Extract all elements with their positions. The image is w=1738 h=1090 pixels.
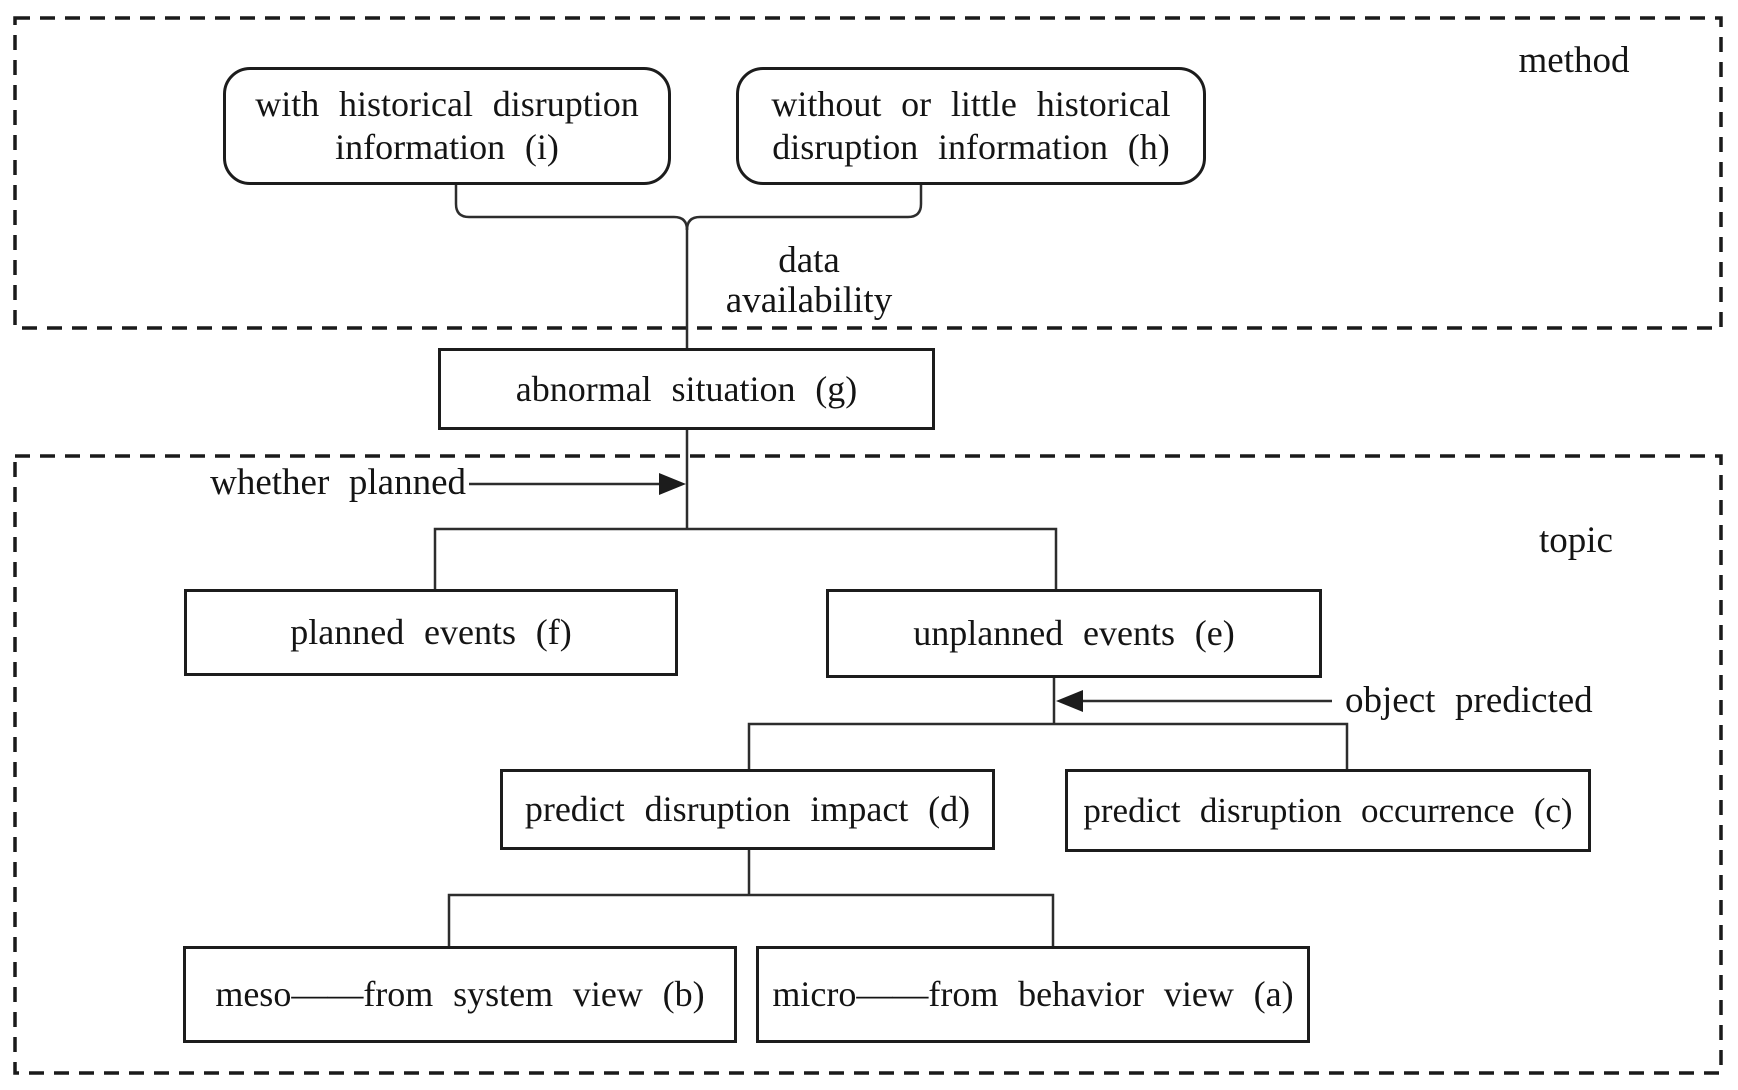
branch-impact-occurrence: [747, 722, 1349, 769]
object-predicted-label: object predicted: [1345, 680, 1593, 721]
node-planned-events: planned events (f): [184, 589, 678, 676]
object-predicted-arrow: [1056, 690, 1332, 712]
node-micro-behavior-view: micro——from behavior view (a): [756, 946, 1310, 1043]
node-without-historical-disruption-information: without or little historical disruption …: [736, 67, 1206, 185]
edge-i-to-merge: [454, 185, 689, 231]
topic-region-label: topic: [1539, 520, 1613, 561]
node-h-line1: without or little historical: [771, 84, 1171, 124]
node-with-historical-disruption-information: with historical disruption information (…: [223, 67, 671, 185]
node-predict-disruption-occurrence: predict disruption occurrence (c): [1065, 769, 1591, 852]
data-availability-line1: data: [778, 240, 840, 281]
node-i-line1: with historical disruption: [255, 84, 639, 124]
method-region-label: method: [1518, 40, 1630, 81]
node-meso-system-view: meso——from system view (b): [183, 946, 737, 1043]
whether-planned-arrow: [469, 473, 686, 495]
node-predict-disruption-impact: predict disruption impact (d): [500, 769, 995, 850]
method-region-frame: [13, 16, 1723, 330]
data-availability-label: data availability: [699, 241, 919, 321]
node-abnormal-situation: abnormal situation (g): [438, 348, 935, 430]
topic-region-frame: [13, 454, 1723, 1075]
branch-meso-micro: [447, 893, 1055, 946]
edge-h-to-merge: [685, 185, 923, 231]
node-unplanned-events: unplanned events (e): [826, 589, 1322, 678]
branch-planned-unplanned: [433, 527, 1058, 589]
data-availability-line2: availability: [725, 280, 893, 321]
node-h-line2: disruption information (h): [772, 127, 1170, 167]
node-i-line2: information (i): [335, 127, 559, 167]
whether-planned-label: whether planned: [210, 462, 466, 503]
